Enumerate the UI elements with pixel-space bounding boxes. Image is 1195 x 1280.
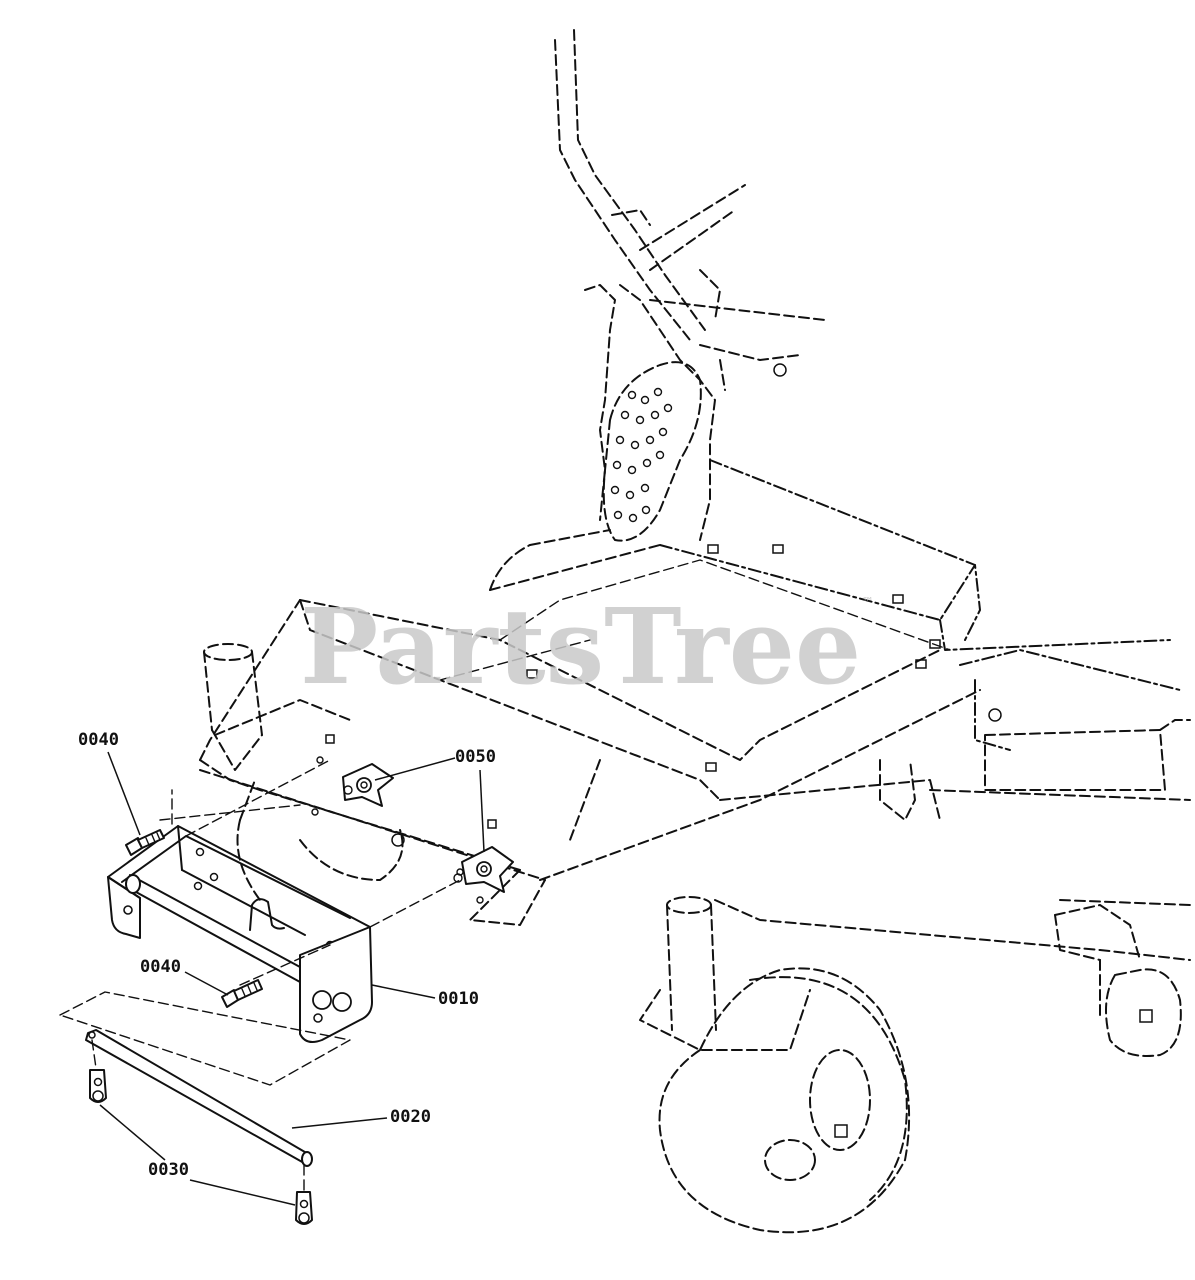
part-0020-pin (85, 1029, 313, 1167)
part-0050-nut-plates (342, 763, 514, 893)
callout-0020: 0020 (291, 1107, 431, 1129)
part-0040-bolt-lower (221, 979, 263, 1008)
watermark-text: PartsTree (300, 585, 861, 708)
watermark-trademark: ™ (862, 595, 874, 609)
part-0010-bracket (107, 825, 373, 1043)
part-0030-clip-top (89, 1039, 107, 1103)
perforated-plate-holes (610, 387, 673, 523)
callout-0040-top: 0040 (78, 730, 141, 836)
caster-wheel-large (639, 896, 911, 1234)
steering-lever (554, 29, 826, 361)
callout-0040-lower: 0040 (140, 957, 229, 996)
callout-label: 0050 (455, 747, 496, 767)
callout-0050: 0050 (374, 747, 496, 853)
part-0030-clip-bottom (295, 1164, 313, 1225)
seat-bracket (584, 269, 726, 542)
mower-frame (199, 459, 1191, 961)
callout-0030: 0030 (99, 1104, 296, 1206)
callout-label: 0040 (78, 730, 119, 750)
callout-label: 0040 (140, 957, 181, 977)
callout-label: 0030 (148, 1160, 189, 1180)
part-0040-bolt-top (125, 829, 165, 856)
watermark: PartsTree ™ (300, 585, 874, 708)
callout-0010: 0010 (371, 984, 479, 1009)
alignment-lines (59, 759, 461, 1086)
callout-label: 0010 (438, 989, 479, 1009)
front-pivot-tube (203, 643, 263, 771)
caster-wheel-small (1054, 904, 1182, 1057)
callout-label: 0020 (390, 1107, 431, 1127)
frame-fasteners (325, 363, 1002, 847)
